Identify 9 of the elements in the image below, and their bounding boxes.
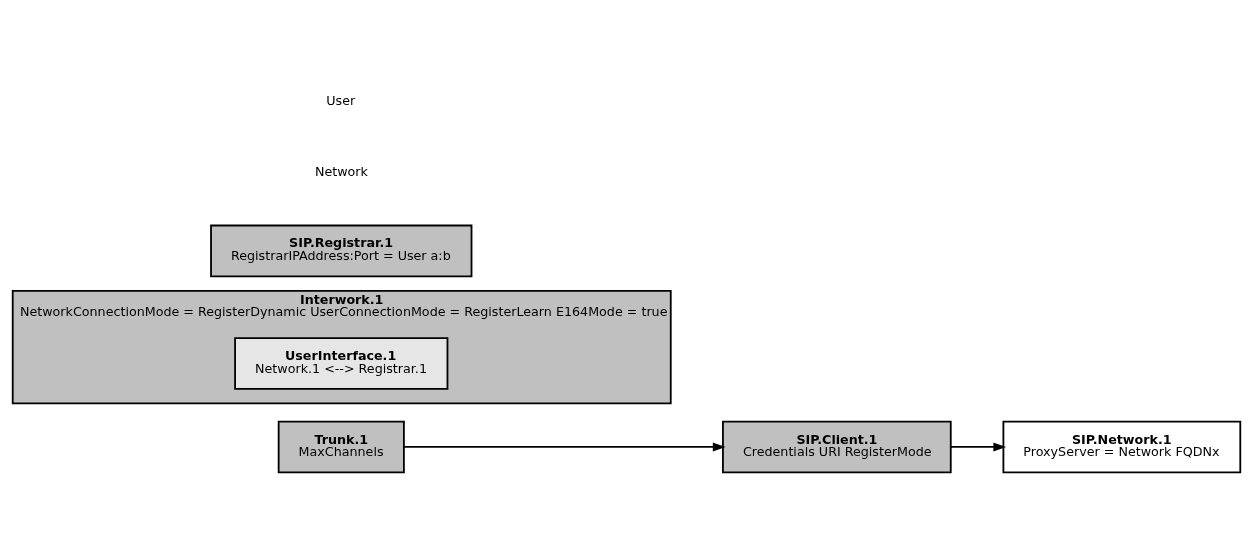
arrow <box>403 442 726 451</box>
label: Network <box>314 163 368 179</box>
node-box: SIP.Client.1 Credentials URI RegisterMode <box>722 420 952 473</box>
node-box: Trunk.1 MaxChannels <box>277 420 405 473</box>
arrow <box>950 442 1007 451</box>
label: User <box>326 92 356 107</box>
node-box: SIP.Network.1 ProxyServer = Network FQDNx <box>1002 420 1242 473</box>
node-box: UserInterface.1 Network.1 <--> Registrar.1 <box>234 336 449 390</box>
node-box: SIP.Registrar.1 RegistrarIPAddress:Port = User a:b <box>210 224 473 277</box>
